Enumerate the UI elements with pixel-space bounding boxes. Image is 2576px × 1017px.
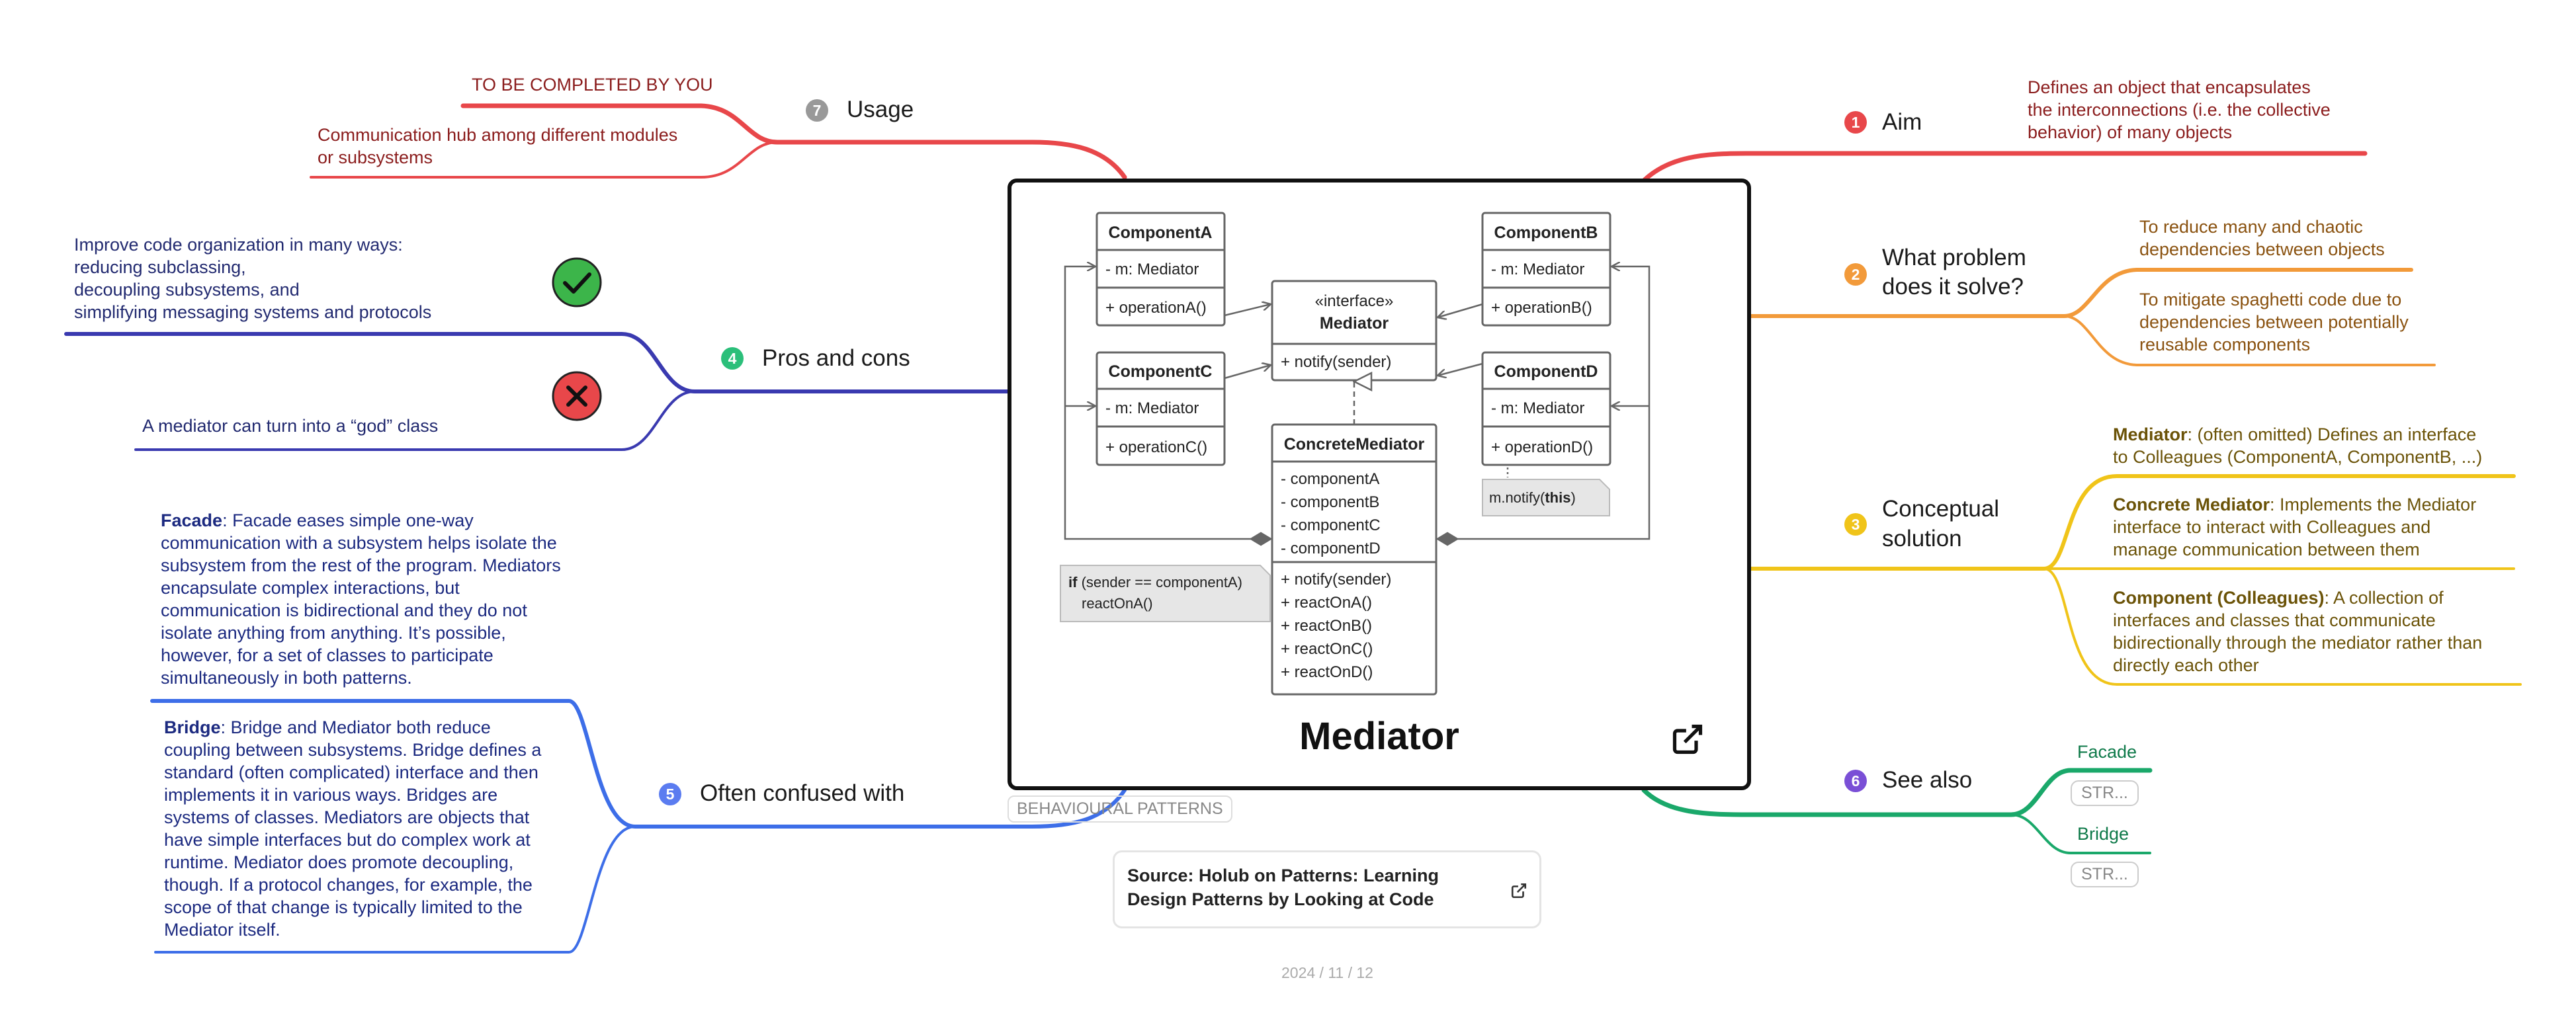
confused-branch <box>150 699 1127 829</box>
topic-problem-line1[interactable]: What problem <box>1882 245 2026 270</box>
aim-line: the interconnections (i.e. the collectiv… <box>2028 100 2331 120</box>
concrete-field: - componentC <box>1281 516 1381 534</box>
uml-component-d: ComponentD - m: Mediator + operationD() <box>1481 351 1611 466</box>
mediator-stereotype: «interface» <box>1315 292 1394 310</box>
pros-sub2 <box>134 390 696 451</box>
concrete-field: - componentD <box>1281 540 1381 557</box>
source-text[interactable]: Source: Holub on Patterns: Learning Desi… <box>1127 866 1439 909</box>
concrete-op: + notify(sender) <box>1281 571 1391 589</box>
uml-note-left: if (sender == componentA) reactOnA() <box>1060 565 1271 622</box>
topic-problem-line2[interactable]: does it solve? <box>1882 274 2024 300</box>
problem-item-2: To mitigate spaghetti code due to <box>2139 290 2402 309</box>
solution-sub3 <box>2043 567 2522 686</box>
see-also-sub2 <box>2010 813 2151 854</box>
uml-component-b: ComponentB - m: Mediator + operationB() <box>1481 212 1611 327</box>
cross-icon <box>552 371 602 421</box>
topic-solution-line1[interactable]: Conceptual <box>1882 496 2000 522</box>
aim-line: behavior) of many objects <box>2028 122 2233 142</box>
concrete-op: + reactOnB() <box>1281 617 1372 635</box>
mediator-op: + notify(sender) <box>1281 353 1391 371</box>
note-left-line2: reactOnA() <box>1082 595 1153 612</box>
source-external-link-icon[interactable] <box>1510 882 1527 899</box>
confused-sub2 <box>154 825 636 954</box>
component-c-name: ComponentC <box>1109 362 1213 381</box>
mediator-name: Mediator <box>1320 314 1389 333</box>
component-a-name: ComponentA <box>1109 224 1213 242</box>
confused-number-badge: 5 <box>659 783 681 805</box>
concrete-op: + reactOnD() <box>1281 663 1373 681</box>
uml-mediator-interface: «interface» Mediator + notify(sender) <box>1271 280 1438 382</box>
aim-branch <box>1638 151 2368 186</box>
pros-branch <box>64 332 1009 393</box>
component-d-op: + operationD() <box>1491 438 1593 456</box>
see-also-link-facade[interactable]: Facade <box>2077 742 2137 762</box>
usage-sub2 <box>310 141 779 179</box>
component-a-op: + operationA() <box>1105 299 1207 317</box>
confused-bridge: Bridge: Bridge and Mediator both reduce … <box>164 717 542 940</box>
category-tag[interactable]: BEHAVIOURAL PATTERNS <box>1008 795 1232 823</box>
component-c-field: - m: Mediator <box>1105 399 1199 417</box>
problem-number-badge: 2 <box>1844 263 1867 286</box>
component-b-op: + operationB() <box>1491 299 1592 317</box>
uml-concrete-mediator: ConcreteMediator - componentA - componen… <box>1271 423 1438 696</box>
topic-see-also[interactable]: See also <box>1882 767 1973 793</box>
problem-sub2 <box>2063 315 2436 366</box>
see-also-link-bridge[interactable]: Bridge <box>2077 824 2129 844</box>
svg-text:if (sender == componentA): if (sender == componentA) <box>1068 574 1242 590</box>
svg-text:m.notify(this): m.notify(this) <box>1489 489 1576 506</box>
see-also-branch <box>1641 768 2153 817</box>
source-card[interactable] <box>1113 850 1541 928</box>
component-d-name: ComponentD <box>1494 362 1598 381</box>
concrete-field: - componentA <box>1281 470 1379 488</box>
uml-component-c: ComponentC - m: Mediator + operationC() <box>1095 351 1226 466</box>
component-b-field: - m: Mediator <box>1491 261 1584 278</box>
solution-branch <box>1749 474 2516 571</box>
date-stamp: 2024 / 11 / 12 <box>1281 964 1373 981</box>
concrete-op: + reactOnC() <box>1281 640 1373 658</box>
uml-class-diagram: ComponentA - m: Mediator + operationA() … <box>1060 212 1651 696</box>
component-a-field: - m: Mediator <box>1105 261 1199 278</box>
see-also-tag[interactable]: STR... <box>2071 780 2139 806</box>
topic-solution-line2[interactable]: solution <box>1882 526 1962 551</box>
problem-item-2: reusable components <box>2139 335 2311 354</box>
check-icon <box>552 257 602 307</box>
uml-component-a: ComponentA - m: Mediator + operationA() <box>1095 212 1226 327</box>
concrete-field: - componentB <box>1281 493 1379 511</box>
component-c-op: + operationC() <box>1105 438 1207 456</box>
component-d-field: - m: Mediator <box>1491 399 1584 417</box>
component-b-name: ComponentB <box>1494 224 1598 242</box>
aim-number-badge: 1 <box>1844 111 1867 134</box>
see-also-tag[interactable]: STR... <box>2071 862 2139 887</box>
problem-item-1: dependencies between objects <box>2139 239 2385 259</box>
problem-item-2: dependencies between potentially <box>2139 312 2409 332</box>
usage-item-1: TO BE COMPLETED BY YOU <box>472 75 713 95</box>
usage-number-badge: 7 <box>806 99 828 122</box>
pros-number-badge: 4 <box>721 347 744 370</box>
topic-pros-and-cons[interactable]: Pros and cons <box>762 345 910 371</box>
uml-note-right: m.notify(this) <box>1482 479 1610 516</box>
con-description: A mediator can turn into a “god” class <box>142 416 439 436</box>
topic-often-confused-with[interactable]: Often confused with <box>700 780 905 806</box>
topic-usage[interactable]: Usage <box>847 97 914 122</box>
external-link-icon[interactable] <box>1670 722 1705 756</box>
topic-aim[interactable]: Aim <box>1882 109 1922 135</box>
concrete-op: + reactOnA() <box>1281 594 1372 612</box>
solution-number-badge: 3 <box>1844 513 1867 536</box>
usage-item-2: or subsystems <box>318 147 433 167</box>
concrete-name: ConcreteMediator <box>1284 435 1425 454</box>
problem-item-1: To reduce many and chaotic <box>2139 217 2363 237</box>
pattern-title: Mediator <box>1299 715 1459 758</box>
uml-associations <box>1064 266 1651 546</box>
see-also-number-badge: 6 <box>1844 770 1867 792</box>
aim-line: Defines an object that encapsulates <box>2028 77 2311 97</box>
usage-item-2: Communication hub among different module… <box>318 125 678 145</box>
confused-facade: Facade: Facade eases simple one-way comm… <box>161 510 561 688</box>
